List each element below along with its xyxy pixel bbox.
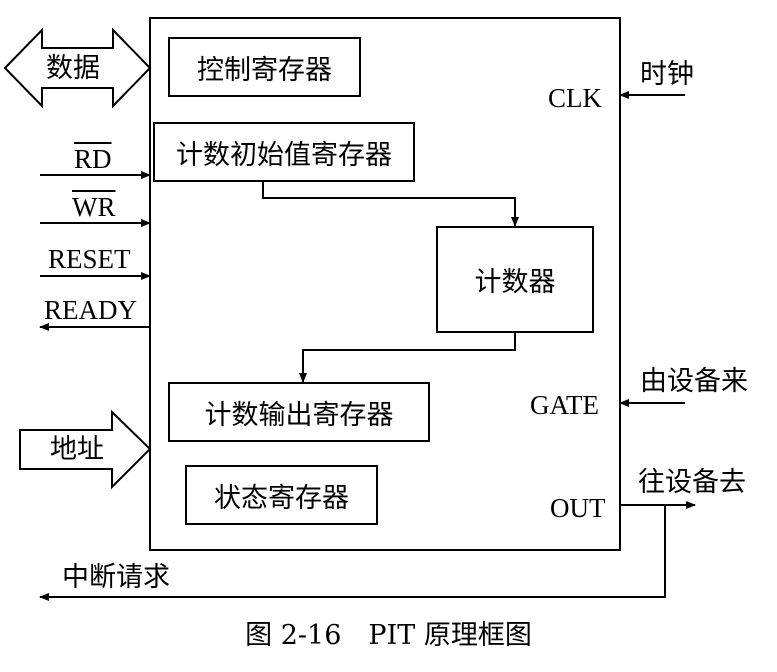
status-register-label: 状态寄存器 xyxy=(214,482,349,514)
from-device-label: 由设备来 xyxy=(640,366,748,397)
count-output-register-label: 计数输出寄存器 xyxy=(204,399,394,431)
wr-signal-label: WR xyxy=(72,192,116,222)
control-register-label: 控制寄存器 xyxy=(197,54,332,86)
interrupt-request-label: 中断请求 xyxy=(62,562,170,593)
initial-count-register-label: 计数初始值寄存器 xyxy=(176,139,392,171)
data-bus-arrow xyxy=(3,27,152,109)
reset-signal-label: RESET xyxy=(48,244,131,274)
gate-signal-label: GATE xyxy=(530,390,599,420)
pit-chip-outline xyxy=(149,17,621,551)
count-output-register: 计数输出寄存器 xyxy=(168,382,430,442)
counter-register-label: 计数器 xyxy=(474,267,556,298)
out-signal-label: OUT xyxy=(550,493,606,523)
address-bus-label: 地址 xyxy=(50,434,104,465)
ready-signal-label: READY xyxy=(44,295,137,325)
figure-caption: 图 2-16 PIT 原理框图 xyxy=(245,620,532,651)
clock-label: 时钟 xyxy=(640,59,694,90)
clk-signal-label: CLK xyxy=(548,83,602,113)
initial-to-counter-line xyxy=(262,182,519,227)
counter-to-output-line xyxy=(299,333,516,383)
counter-register: 计数器 xyxy=(436,226,594,333)
control-register: 控制寄存器 xyxy=(168,37,361,97)
data-bus-label: 数据 xyxy=(46,53,100,84)
rd-signal-label: RD xyxy=(74,144,112,174)
address-bus-arrow xyxy=(19,409,152,490)
to-device-label: 往设备去 xyxy=(638,467,746,498)
status-register: 状态寄存器 xyxy=(185,465,378,525)
initial-count-register: 计数初始值寄存器 xyxy=(153,122,415,182)
interrupt-line xyxy=(39,505,666,601)
